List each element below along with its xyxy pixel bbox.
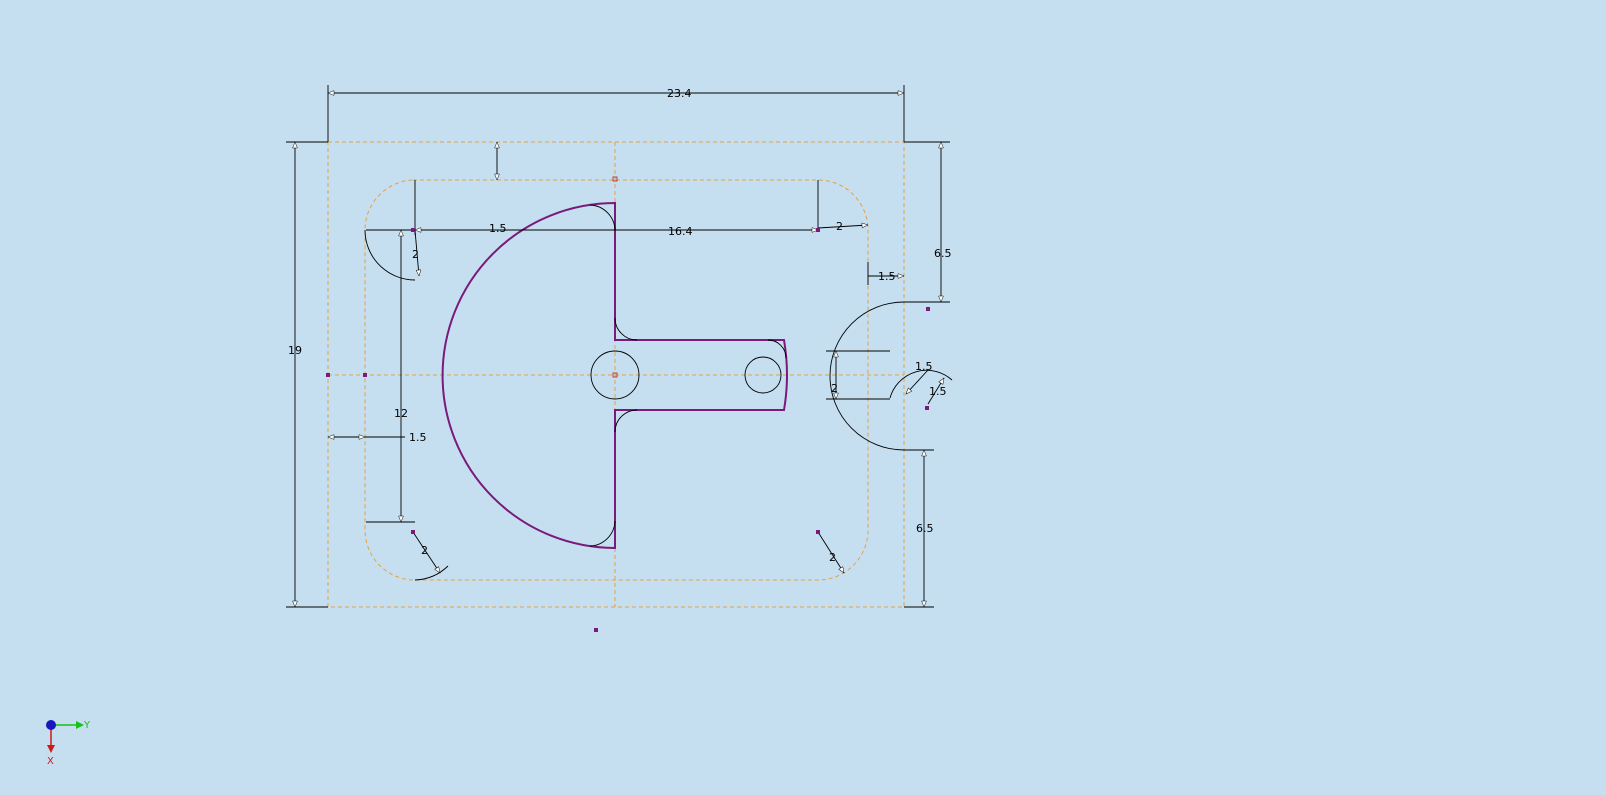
dimension-lines: [286, 85, 950, 608]
dim-fillet-bottom-left[interactable]: 2: [421, 544, 428, 557]
axis-origin-icon: [46, 720, 56, 730]
axis-y-label: Y: [83, 720, 91, 731]
point: [926, 307, 930, 311]
profile: [441, 201, 788, 550]
slot-end-circle: [744, 356, 782, 394]
dim-notch-radius[interactable]: 1.5: [915, 360, 933, 373]
axis-x-label: X: [47, 756, 54, 767]
main-profile-outline: [441, 201, 788, 550]
dim-right-gap[interactable]: 2: [836, 220, 843, 233]
dim-fillet-top-left[interactable]: 2: [412, 248, 419, 261]
right-notch-arc: [829, 301, 905, 451]
point: [411, 228, 415, 232]
point: [925, 406, 929, 410]
point: [816, 530, 820, 534]
dim-slot-width[interactable]: 2: [831, 382, 838, 395]
dim-inner-height[interactable]: 12: [394, 407, 408, 420]
dim-top-offset[interactable]: 1.5: [489, 222, 507, 235]
dim-right-wall-gap[interactable]: 1.5: [878, 270, 896, 283]
dimension-labels: 23.4 19 1.5 16.4 2 2 1.5 6.5 6.5 2 1.5 1…: [288, 87, 952, 564]
axis-triad: Y X: [46, 720, 91, 767]
point: [612, 372, 618, 378]
point: [411, 530, 415, 534]
dim-overall-width[interactable]: 23.4: [667, 87, 692, 100]
fillets-and-circles: [364, 180, 953, 581]
point: [612, 176, 618, 182]
point: [363, 373, 367, 377]
dim-notch-offset[interactable]: 1.5: [929, 385, 947, 398]
dim-fillet-bottom-right[interactable]: 2: [829, 551, 836, 564]
dim-right-lower[interactable]: 6.5: [916, 522, 934, 535]
point: [594, 628, 598, 632]
dim-overall-height[interactable]: 19: [288, 344, 302, 357]
sketch-points: [326, 176, 930, 632]
dim-right-upper[interactable]: 6.5: [934, 247, 952, 260]
center-circle: [590, 350, 640, 400]
inner-rounded-construction-rect: [364, 179, 869, 581]
point: [816, 228, 820, 232]
point: [326, 373, 330, 377]
dim-left-wall[interactable]: 1.5: [409, 431, 427, 444]
dim-inner-width[interactable]: 16.4: [668, 225, 693, 238]
